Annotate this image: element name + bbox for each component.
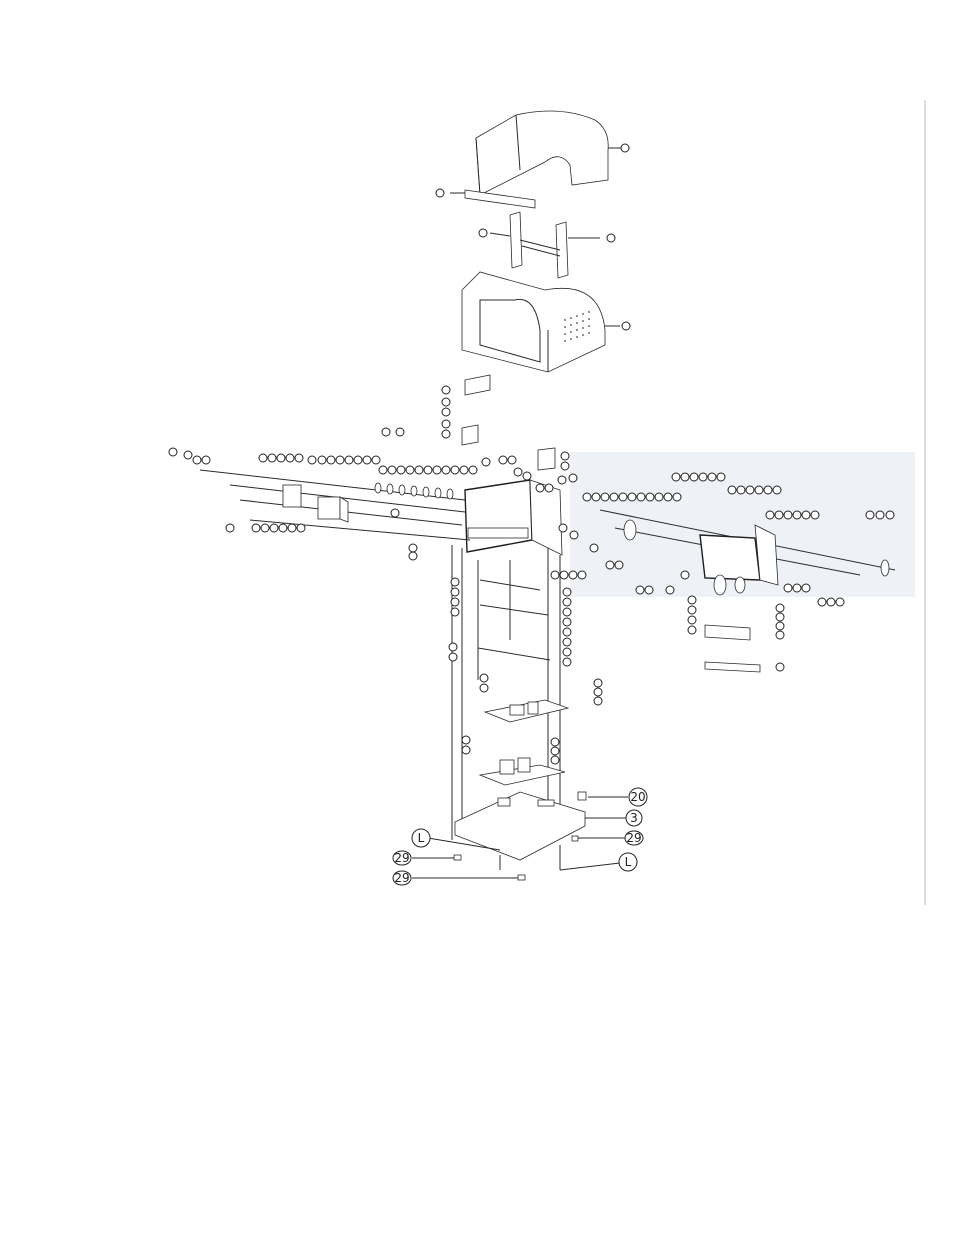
base-plate	[412, 792, 630, 880]
foot-left-bottom	[518, 875, 525, 880]
top-cover	[476, 111, 622, 195]
callout-20-label: 20	[630, 790, 645, 804]
callout-L-right-label: L	[625, 855, 632, 869]
callout-29-left-top: 29	[393, 851, 411, 865]
callout-29-right-label: 29	[626, 831, 641, 845]
callout-L-right: L	[619, 853, 637, 871]
upper-circuit-board	[485, 700, 568, 722]
left-shaft-assembly	[200, 470, 470, 540]
callout-29-left-top-label: 29	[394, 851, 409, 865]
callout-L-left: L	[412, 829, 430, 847]
foot-left-top	[454, 855, 461, 860]
callout-L-left-label: L	[418, 831, 425, 845]
callout-3-label: 3	[630, 811, 638, 825]
small-brackets	[462, 375, 555, 470]
callout-29-left-bottom: 29	[393, 871, 411, 885]
callout-20: 20	[629, 788, 647, 806]
callout-3: 3	[626, 810, 642, 826]
foot-right	[572, 836, 578, 841]
middle-housing	[462, 272, 620, 372]
part-20-block	[578, 792, 586, 800]
callout-29-right: 29	[625, 831, 643, 845]
tear-bar	[450, 190, 535, 208]
central-frame	[452, 480, 562, 840]
paper-roll-holder	[490, 212, 600, 278]
callout-29-left-bottom-label: 29	[394, 871, 409, 885]
